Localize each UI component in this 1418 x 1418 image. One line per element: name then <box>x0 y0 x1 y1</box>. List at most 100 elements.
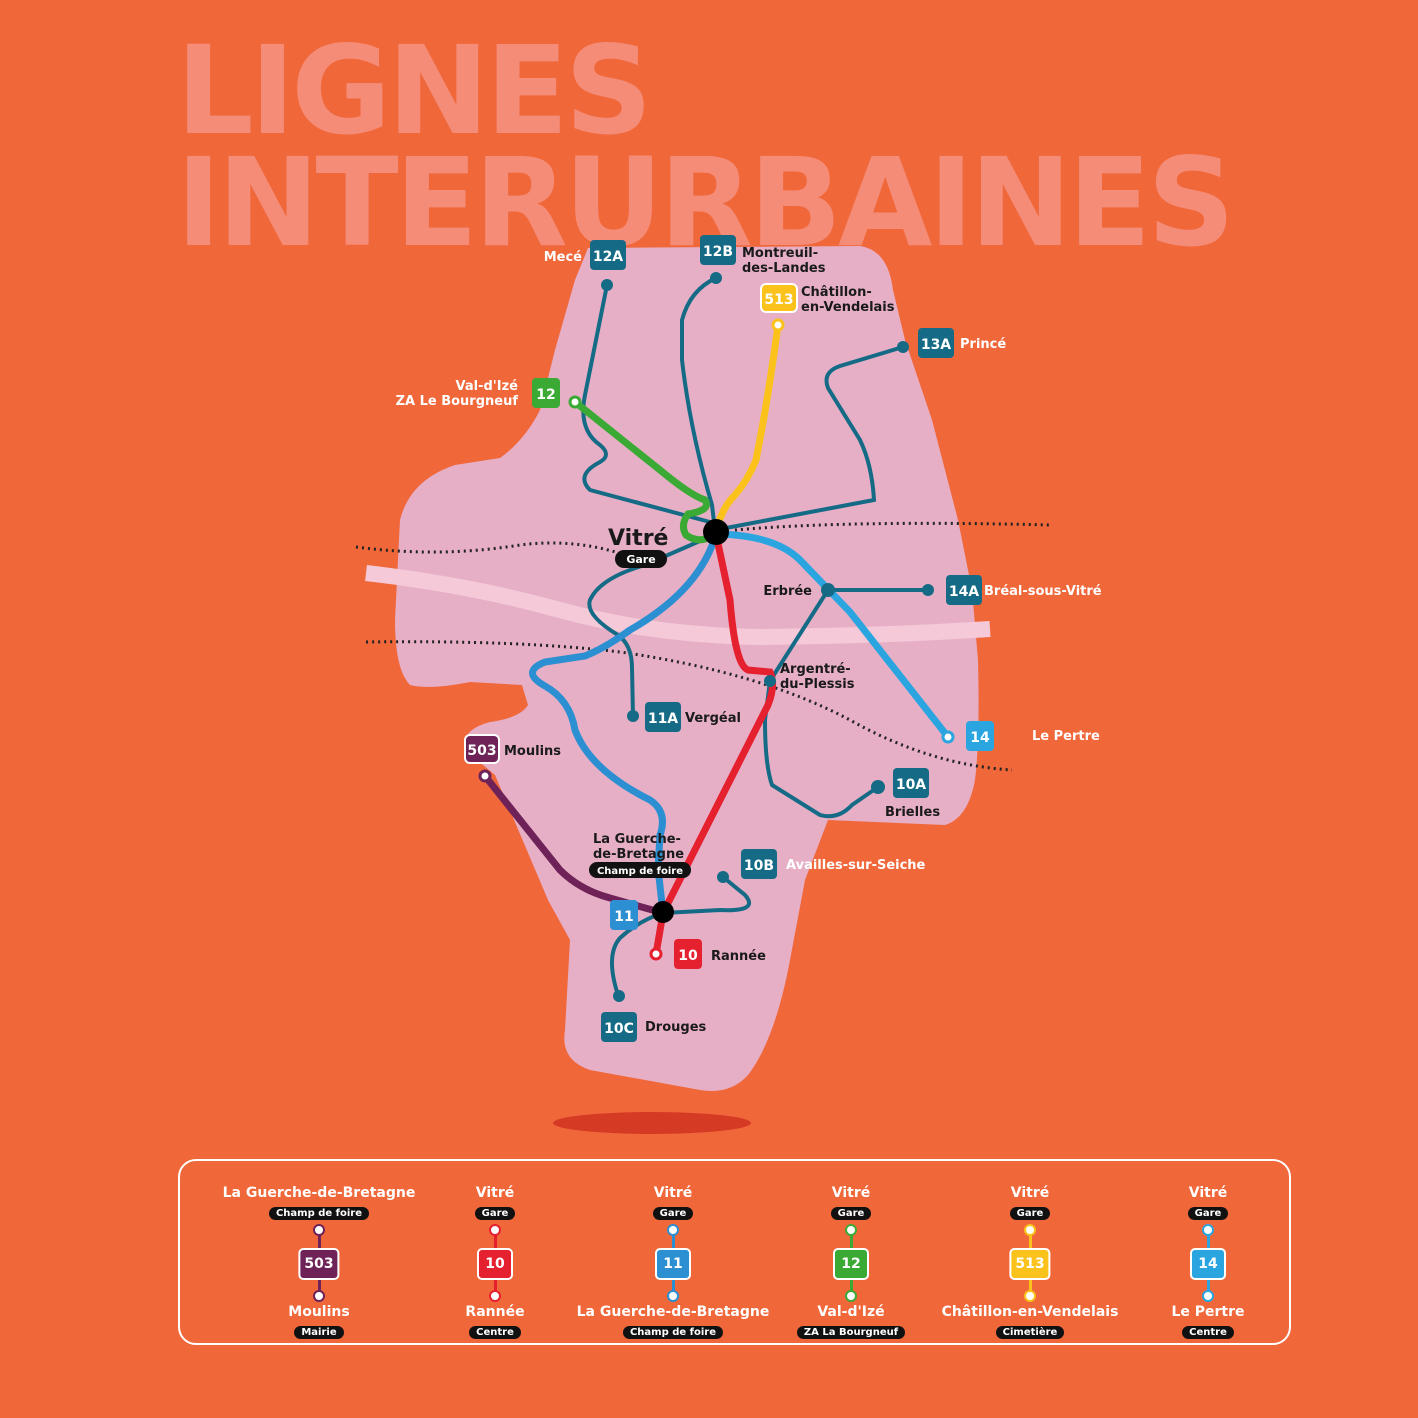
legend-origin: La Guerche-de-Bretagne <box>222 1185 416 1201</box>
line-14-branch <box>768 588 830 683</box>
legend-line-badge: 10 <box>477 1248 513 1280</box>
stop-vald <box>568 395 582 409</box>
legend-line-badge: 12 <box>833 1248 869 1280</box>
legend-line-stem: 12 <box>751 1224 951 1302</box>
railway-north <box>355 521 1051 557</box>
legend-destination: La Guerche-de-Bretagne <box>576 1304 770 1320</box>
legend-origin: Vitré <box>475 1185 515 1201</box>
hub-guerche <box>652 901 674 923</box>
label-mece: Mecé <box>544 250 582 265</box>
legend-destination-stop: Centre <box>469 1326 521 1339</box>
hub-guerche-sub: Champ de foire <box>597 866 683 877</box>
label-brielles: Brielles <box>885 805 940 820</box>
badge-503: 503 <box>467 743 496 759</box>
stops <box>478 272 955 1002</box>
region-shape <box>395 246 979 1091</box>
badge-14a: 14A <box>949 584 979 600</box>
stop-brielles <box>871 780 885 794</box>
legend-line-stem: 513 <box>930 1224 1130 1302</box>
line-503-path <box>481 772 667 917</box>
label-argentre-2: du-Plessis <box>780 677 855 692</box>
legend-origin-stop: Champ de foire <box>268 1207 370 1220</box>
badge-10a: 10A <box>896 777 926 793</box>
legend-line-badge: 11 <box>655 1248 691 1280</box>
label-rannee: Rannée <box>711 949 766 964</box>
hub-labels: Vitré Gare La Guerche- de-Bretagne Champ… <box>589 526 691 878</box>
legend-origin-stop: Gare <box>1009 1207 1051 1220</box>
legend-destination: Val-d'Izé <box>817 1304 885 1320</box>
line-513-path <box>712 321 782 538</box>
hub-vitre-name: Vitré <box>608 526 668 551</box>
line-11-path <box>529 530 720 917</box>
hub-guerche-name-2: de-Bretagne <box>593 847 684 862</box>
badge-11a: 11A <box>648 711 678 727</box>
badge-10b: 10B <box>744 858 774 874</box>
stop-breal <box>922 584 934 596</box>
legend-destination-stop: Mairie <box>294 1326 344 1339</box>
legend-origin-stop: Gare <box>474 1207 516 1220</box>
stop-argentre <box>764 675 776 687</box>
badge-12a: 12A <box>593 249 623 265</box>
legend-origin: Vitré <box>1010 1185 1050 1201</box>
stop-mece <box>601 279 613 291</box>
label-lepertre: Le Pertre <box>1032 729 1100 744</box>
label-argentre-1: Argentré- <box>780 662 851 677</box>
stop-drouges <box>613 990 625 1002</box>
place-labels: Mecé Montreuil- des-Landes Châtillon- en… <box>396 246 1102 1035</box>
stop-erbree <box>821 583 835 597</box>
legend-origin: Vitré <box>831 1185 871 1201</box>
legend-line-badge: 513 <box>1009 1248 1051 1280</box>
badge-11: 11 <box>614 909 633 925</box>
title-line-1: LIGNES <box>176 20 653 162</box>
legend-line-stem: 14 <box>1108 1224 1308 1302</box>
river <box>365 565 991 646</box>
line-10-path <box>652 530 777 958</box>
badge-10c: 10C <box>604 1021 634 1037</box>
label-prince: Princé <box>960 337 1006 352</box>
legend-destination: Le Pertre <box>1171 1304 1245 1320</box>
label-vergeal: Vergéal <box>685 711 741 726</box>
badge-12: 12 <box>536 387 555 403</box>
stop-rannee <box>649 947 663 961</box>
stop-moulins <box>478 769 492 783</box>
legend-destination-stop: Champ de foire <box>622 1326 724 1339</box>
legend-destination-stop: ZA La Bourgneuf <box>796 1326 906 1339</box>
line-12-path <box>571 398 720 544</box>
label-chatillon-1: Châtillon- <box>801 285 872 300</box>
badge-513: 513 <box>764 292 793 308</box>
stop-montreuil <box>710 272 722 284</box>
label-moulins: Moulins <box>504 744 561 759</box>
stop-vergeal <box>627 710 639 722</box>
legend-destination-stop: Cimetière <box>995 1326 1065 1339</box>
legend-origin-stop: Gare <box>830 1207 872 1220</box>
label-drouges: Drouges <box>645 1020 707 1035</box>
line-14-path <box>712 530 952 741</box>
legend-line-badge: 503 <box>298 1248 340 1280</box>
line-badges: 12A 12B 513 13A 12 14A 11A 503 14 10A 10… <box>464 235 994 1042</box>
label-vald-1: Val-d'Izé <box>456 379 519 394</box>
legend-destination: Moulins <box>288 1304 350 1320</box>
stop-availles <box>717 871 729 883</box>
hub-guerche-name-1: La Guerche- <box>593 832 681 847</box>
legend-line-badge: 14 <box>1190 1248 1226 1280</box>
badge-14: 14 <box>970 730 990 746</box>
dark-lines <box>581 276 930 997</box>
stop-lepertre <box>941 730 955 744</box>
label-breal: Bréal-sous-Vitré <box>984 584 1102 599</box>
legend-destination: Châtillon-en-Vendelais <box>941 1304 1119 1320</box>
label-montreuil-1: Montreuil- <box>742 246 818 261</box>
legend-origin: Vitré <box>653 1185 693 1201</box>
network-map: 12A 12B 513 13A 12 14A 11A 503 14 10A 10… <box>355 235 1102 1134</box>
legend-origin-stop: Gare <box>1187 1207 1229 1220</box>
hub-vitre-sub: Gare <box>626 553 655 566</box>
legend-destination-stop: Centre <box>1182 1326 1234 1339</box>
stop-prince <box>897 341 909 353</box>
label-chatillon-2: en-Vendelais <box>801 300 895 315</box>
